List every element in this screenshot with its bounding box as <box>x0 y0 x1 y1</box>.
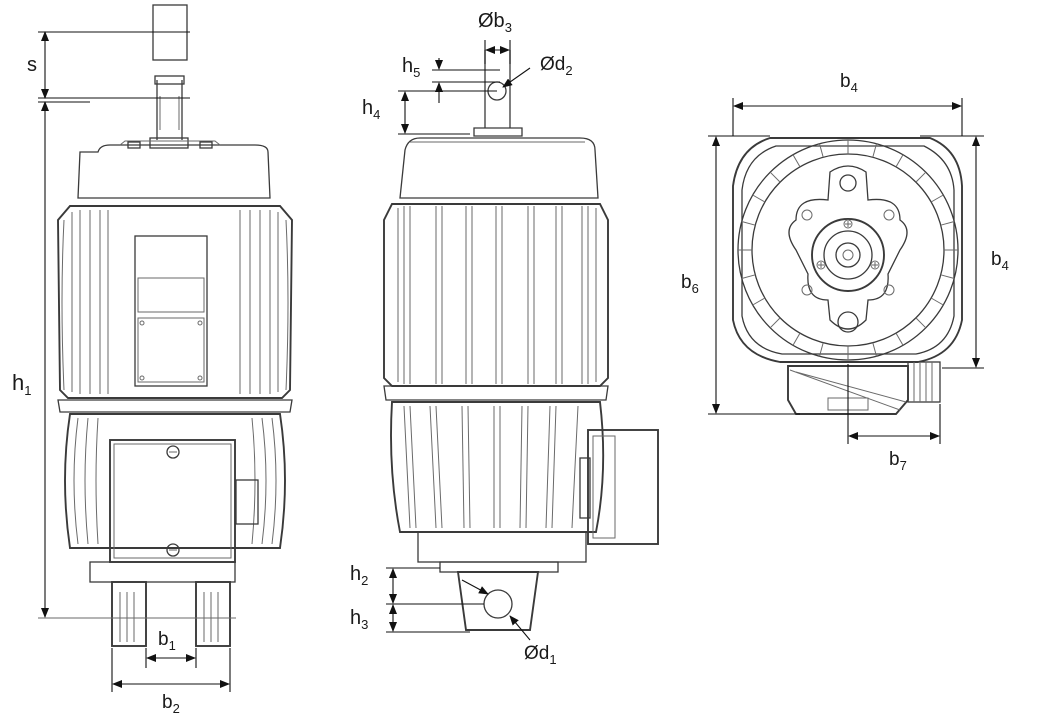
fin-tick <box>895 154 904 168</box>
label-h3: h3 <box>350 607 368 632</box>
front-view-dimensions <box>38 31 231 692</box>
label-b3: Øb3 <box>478 10 512 35</box>
fin-tick <box>895 332 904 346</box>
fin-tick <box>940 274 955 279</box>
fin-tick <box>752 297 766 306</box>
top-view <box>732 137 963 415</box>
dimension-labels: s h1 b1 b2 Øb3 Ød2 h5 h4 h2 h3 Ød1 b4 b4… <box>12 10 1009 716</box>
fin-tick <box>741 221 756 226</box>
fin-tick <box>752 194 766 203</box>
label-b4-side: b4 <box>991 249 1009 273</box>
front-view <box>38 4 293 647</box>
fin-tick <box>819 342 824 357</box>
fin-tick <box>930 194 944 203</box>
label-b4-top: b4 <box>840 71 858 95</box>
fin-tick <box>769 317 781 329</box>
label-b2: b2 <box>162 692 180 716</box>
label-b1: b1 <box>158 629 176 653</box>
fin-tick <box>940 221 955 226</box>
side-view <box>383 50 659 631</box>
label-h5: h5 <box>402 55 420 80</box>
fin-tick <box>819 143 824 158</box>
fin-tick <box>741 274 756 279</box>
fin-tick <box>792 154 801 168</box>
label-h4: h4 <box>362 97 380 122</box>
fin-tick <box>930 297 944 306</box>
top-view-dimensions <box>708 98 984 444</box>
label-s: s <box>27 54 37 76</box>
label-d1: Ød1 <box>524 643 557 667</box>
label-h1: h1 <box>12 370 31 398</box>
fin-tick <box>769 171 781 183</box>
fin-tick <box>792 332 801 346</box>
label-b7: b7 <box>889 449 907 473</box>
label-b6: b6 <box>681 272 699 296</box>
fin-tick <box>915 317 927 329</box>
side-view-dimensions <box>386 40 531 641</box>
label-d2: Ød2 <box>540 54 573 78</box>
label-h2: h2 <box>350 563 368 588</box>
fin-tick <box>872 143 877 158</box>
fin-tick <box>915 171 927 183</box>
fin-tick <box>872 342 877 357</box>
